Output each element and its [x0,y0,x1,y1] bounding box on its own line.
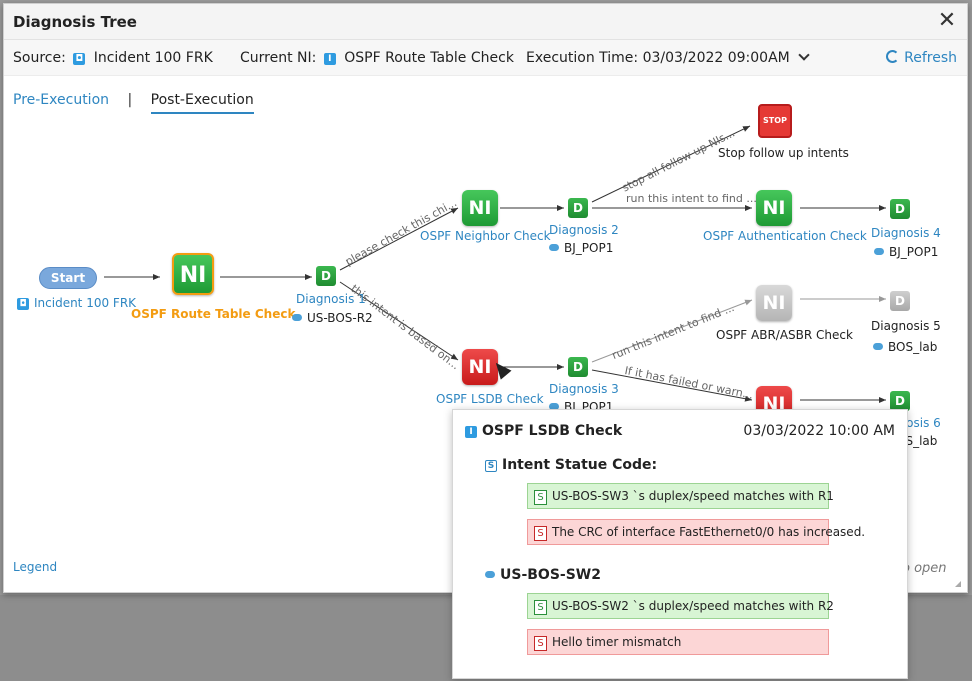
cloud-icon [549,403,559,410]
diagnosis-3-label: Diagnosis 3 [549,382,619,396]
current-ni-value[interactable]: OSPF Route Table Check [344,50,514,66]
status-icon: S [534,600,547,615]
status-icon: S [534,490,547,505]
diagnosis-4-label: Diagnosis 4 [871,226,941,240]
start-source-label[interactable]: ◘ Incident 100 FRK [17,296,136,310]
diagnosis-2-device: BJ_POP1 [549,241,613,255]
title-bar: Diagnosis Tree ✕ [4,4,967,40]
device-heading-text: US-BOS-SW2 [500,567,601,583]
close-icon[interactable]: ✕ [937,8,957,33]
tab-pre-execution[interactable]: Pre-Execution [13,92,110,108]
incident-icon: ◘ [17,298,29,310]
source-info: Source: ◘ Incident 100 FRK [13,50,213,66]
diagnosis-1-device: US-BOS-R2 [292,311,373,325]
status-code-heading: S Intent Statue Code: [485,457,657,473]
status-icon: S [534,636,547,651]
status-message-ok[interactable]: S US-BOS-SW3 `s duplex/speed matches with… [527,483,834,509]
popup-timestamp: 03/03/2022 10:00 AM [743,423,895,439]
ni-abr-asbr-node[interactable]: NI [756,285,792,321]
cloud-icon [549,244,559,251]
ni-route-table-label: OSPF Route Table Check [131,307,296,321]
start-source-text: Incident 100 FRK [34,296,137,310]
current-ni-label: Current NI: [240,50,317,66]
ni-abr-asbr-label: OSPF ABR/ASBR Check [716,328,853,342]
exec-label: Execution Time: [526,50,639,66]
source-value[interactable]: Incident 100 FRK [93,50,213,66]
diagnosis-4-device-text: BJ_POP1 [889,245,939,259]
resize-handle[interactable] [955,581,961,587]
corner-text: o open [902,561,947,576]
incident-icon: ◘ [73,53,86,65]
edge-diag3-red2 [591,369,753,402]
start-node[interactable]: Start [39,267,97,289]
edge-diag2-stop [591,125,751,203]
status-message-text: Hello timer mismatch [552,635,682,649]
cloud-icon [874,248,884,255]
tab-separator: | [127,92,133,108]
status-icon: S [485,460,497,472]
diagnosis-2-device-text: BJ_POP1 [564,241,614,255]
legend-link[interactable]: Legend [13,560,58,574]
cloud-icon [873,343,883,350]
device-heading: US-BOS-SW2 [485,567,601,583]
status-message-error[interactable]: S The CRC of interface FastEthernet0/0 ha… [527,519,865,545]
edge-diag1-lsdb [339,281,459,361]
status-code-heading-text: Intent Statue Code: [502,457,658,473]
diagnosis-1-label: Diagnosis 1 [296,292,366,306]
status-message-text: US-BOS-SW2 `s duplex/speed matches with … [552,599,834,613]
ni-lsdb-label: OSPF LSDB Check [436,392,544,406]
diagnosis-1-node[interactable]: D [316,266,336,286]
exec-value: 03/03/2022 09:00AM [642,50,790,66]
edge-label-auth: run this intent to find ... [626,192,757,205]
ni-neighbor-label: OSPF Neighbor Check [420,229,551,243]
ni-lsdb-node[interactable]: NI [462,349,498,385]
info-bar: Source: ◘ Incident 100 FRK Current NI: I… [4,40,967,76]
cloud-icon [292,314,302,321]
refresh-icon [886,50,900,63]
popup-title: I OSPF LSDB Check [465,423,622,439]
edge-diag3-abr [591,299,753,363]
status-message-error[interactable]: S Hello timer mismatch [527,629,829,655]
diagnosis-5-node[interactable]: D [890,291,910,311]
intent-icon: I [323,53,336,65]
stop-node[interactable]: STOP [758,104,792,138]
edge-diag1-neighbor [339,207,459,271]
diagnosis-5-label: Diagnosis 5 [871,319,941,333]
refresh-button[interactable]: Refresh [886,50,957,66]
diagnosis-6-node[interactable]: D [890,391,910,411]
intent-icon: I [465,426,477,438]
intent-details-popup: I OSPF LSDB Check 03/03/2022 10:00 AM S In… [452,409,908,679]
source-label: Source: [13,50,66,66]
diagnosis-4-device: BJ_POP1 [874,245,938,259]
diagnosis-4-node[interactable]: D [890,199,910,219]
stop-label: Stop follow up intents [718,146,849,160]
status-icon: S [534,526,547,541]
refresh-label: Refresh [904,50,957,66]
diagnosis-3-node[interactable]: D [568,357,588,377]
ni-authentication-node[interactable]: NI [756,190,792,226]
execution-tabs: Pre-Execution | Post-Execution [13,92,254,114]
window-title: Diagnosis Tree [13,13,137,31]
execution-time[interactable]: Execution Time: 03/03/2022 09:00AM [526,49,810,66]
cloud-icon [485,571,495,578]
status-message-text: The CRC of interface FastEthernet0/0 has… [552,525,866,539]
diagnosis-2-label: Diagnosis 2 [549,223,619,237]
diagnosis-1-device-text: US-BOS-R2 [307,311,373,325]
status-message-ok[interactable]: S US-BOS-SW2 `s duplex/speed matches with… [527,593,834,619]
ni-neighbor-node[interactable]: NI [462,190,498,226]
popup-title-text: OSPF LSDB Check [482,423,623,439]
current-ni-info: Current NI: I OSPF Route Table Check [240,50,514,66]
tab-post-execution[interactable]: Post-Execution [150,92,254,114]
diagnosis-2-node[interactable]: D [568,198,588,218]
ni-route-table-node[interactable]: NI [172,253,214,295]
diagnosis-5-device-text: BOS_lab [888,340,938,354]
diagnosis-5-device: BOS_lab [873,340,937,354]
status-message-text: US-BOS-SW3 `s duplex/speed matches with … [552,489,834,503]
ni-authentication-label: OSPF Authentication Check [703,229,867,243]
